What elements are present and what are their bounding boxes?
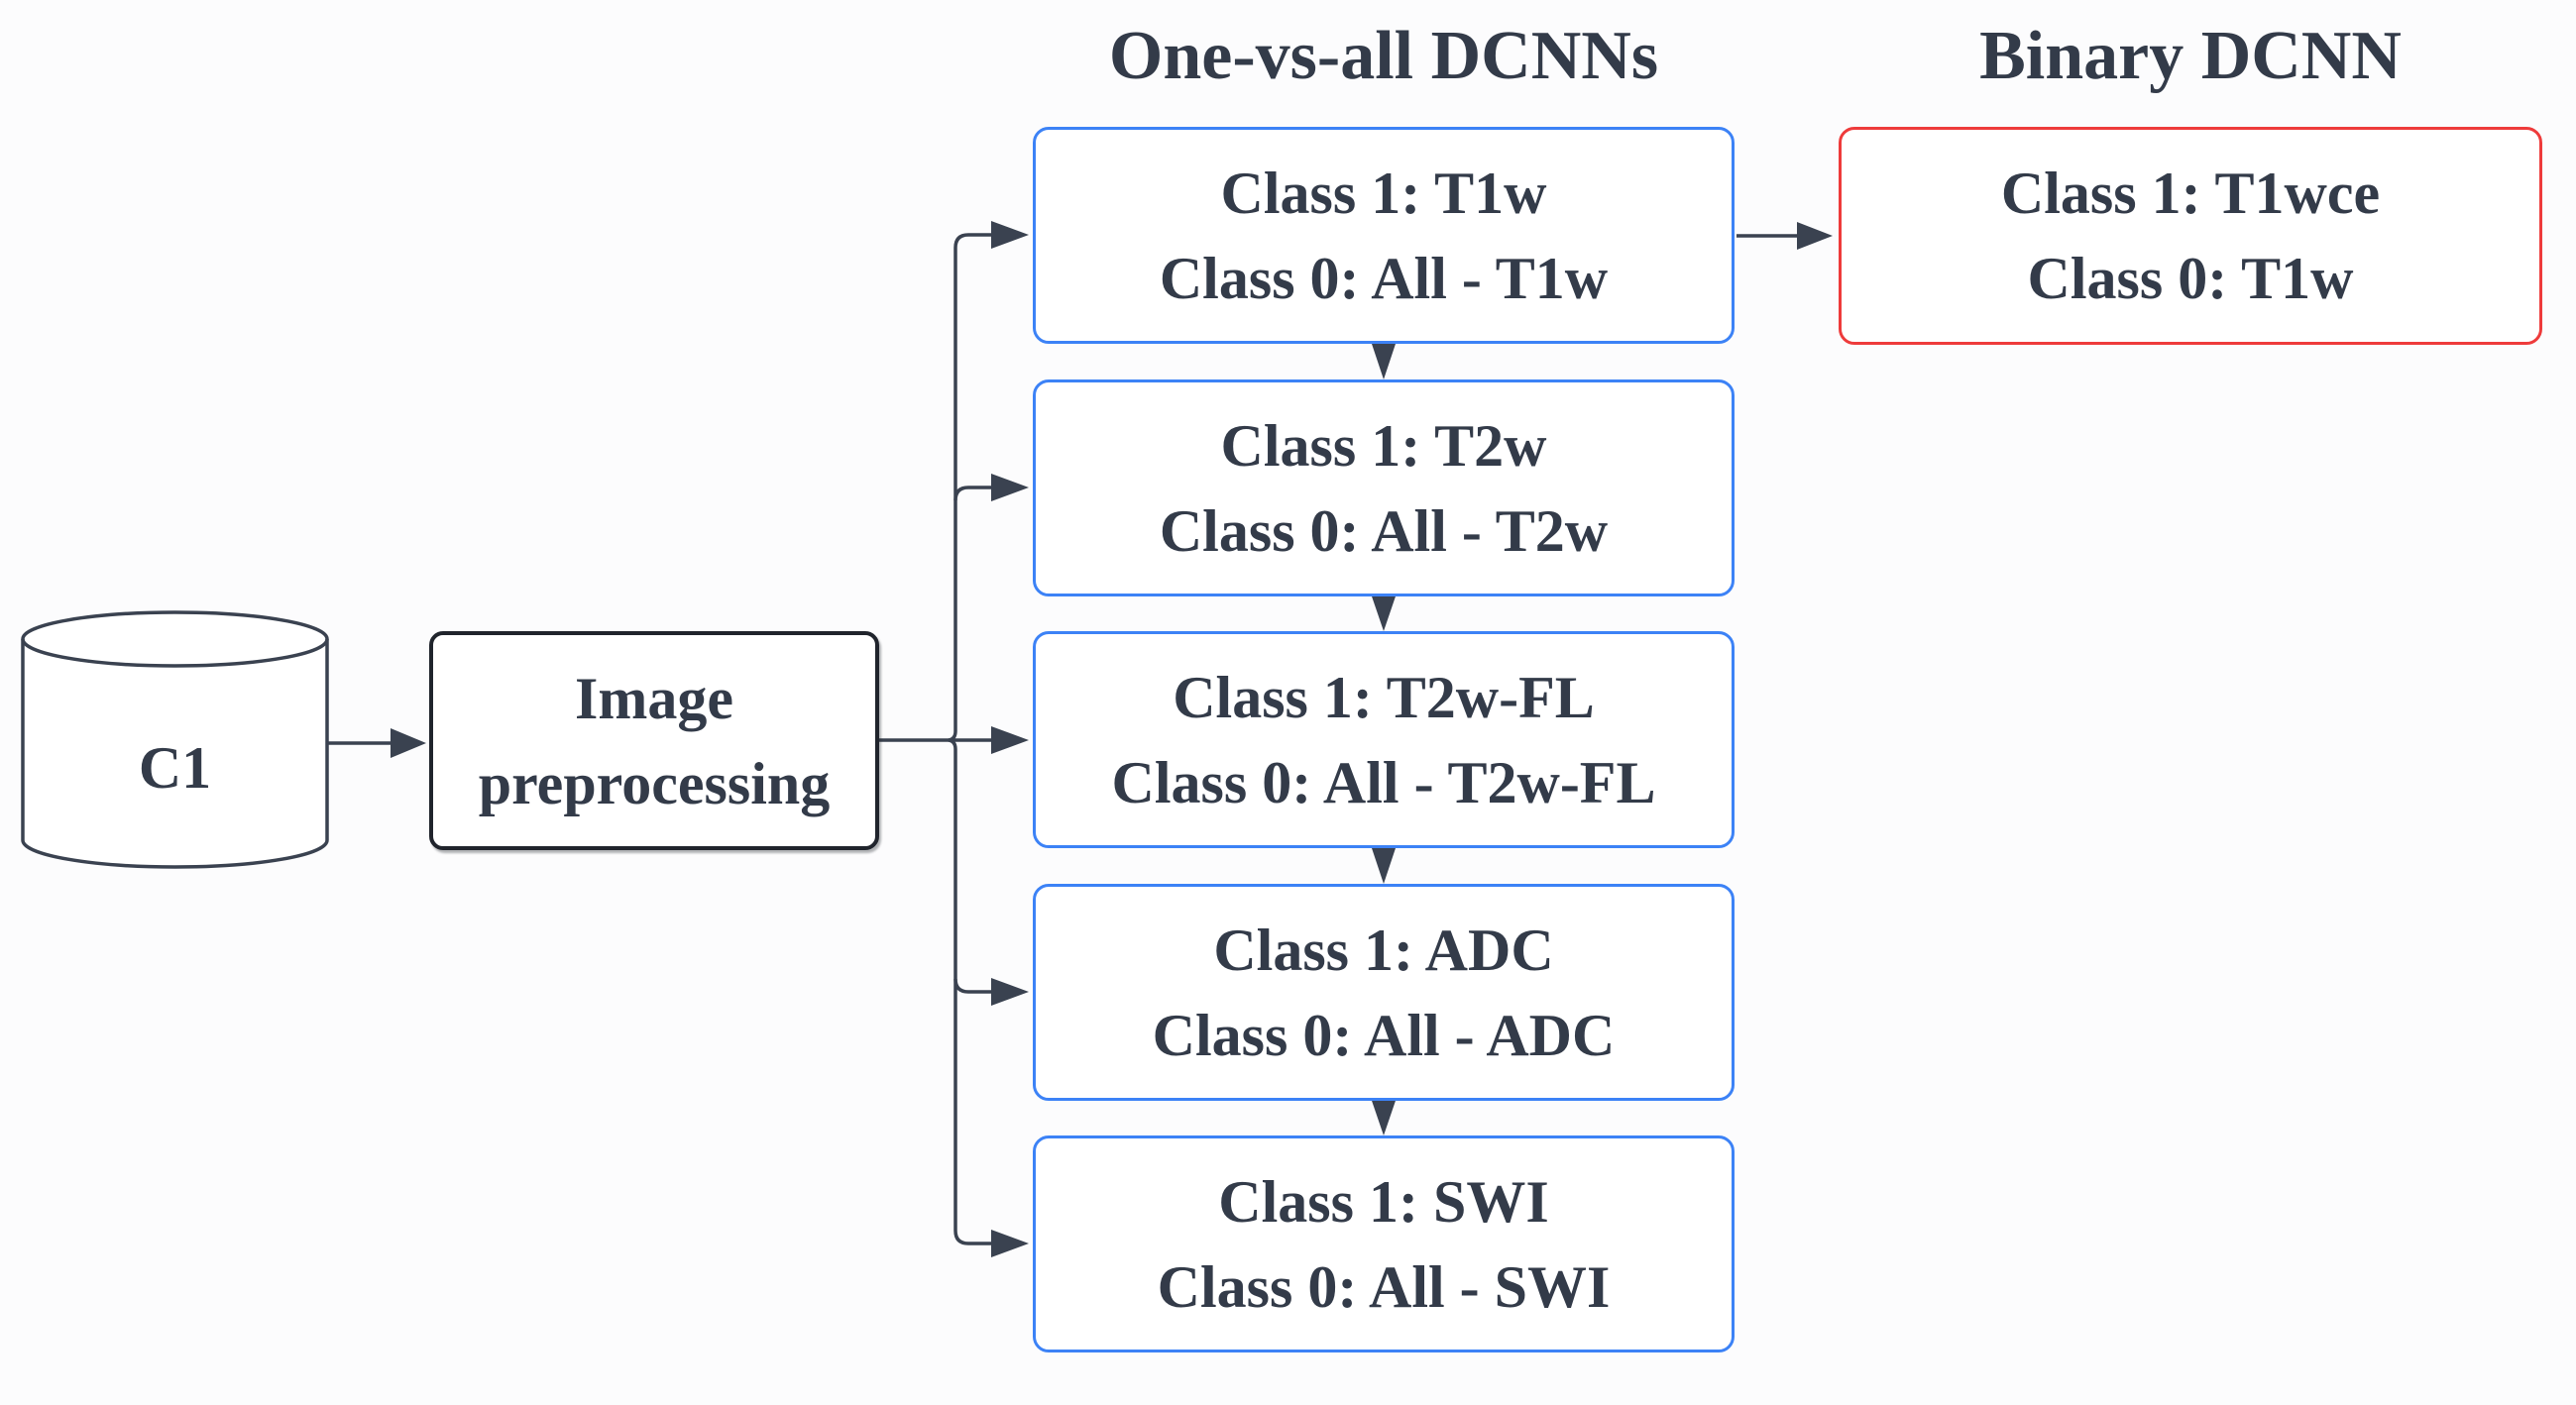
- ova-node-t1w-class1: Class 1: T1w: [1220, 160, 1547, 226]
- ova-node-t1w: Class 1: T1w Class 0: All - T1w: [1033, 127, 1735, 344]
- ova-node-t2w: Class 1: T2w Class 0: All - T2w: [1033, 379, 1735, 596]
- database-cylinder: [21, 610, 329, 869]
- database-label: C1: [138, 734, 212, 801]
- branch-4-line: [953, 978, 991, 994]
- down-arrow-4: [1370, 1095, 1398, 1135]
- image-preprocessing-node: Image preprocessing: [429, 631, 879, 850]
- branch-1-arrowhead: [991, 221, 1029, 249]
- ova-node-t2w-fl-class1: Class 1: T2w-FL: [1173, 664, 1595, 730]
- trunk-upper-line: [948, 233, 991, 742]
- down-arrow-2: [1370, 591, 1398, 631]
- ova-node-adc-class1: Class 1: ADC: [1213, 917, 1554, 983]
- binary-node-class0: Class 0: T1w: [2027, 246, 2354, 311]
- down-arrow-3: [1370, 842, 1398, 884]
- trunk-lower-line: [948, 738, 991, 1245]
- ova-node-swi: Class 1: SWI Class 0: All - SWI: [1033, 1135, 1735, 1352]
- db-to-preprocessing-arrowhead: [391, 728, 426, 758]
- database-cylinder-rim: [21, 638, 329, 668]
- branch-5-arrowhead: [991, 1230, 1029, 1257]
- ova-node-adc-class0: Class 0: All - ADC: [1152, 1002, 1616, 1068]
- preprocessing-line-2: preprocessing: [478, 750, 831, 816]
- ova-node-adc: Class 1: ADC Class 0: All - ADC: [1033, 884, 1735, 1101]
- preprocessing-line-1: Image: [575, 665, 733, 731]
- ova-node-t2w-fl-class0: Class 0: All - T2w-FL: [1111, 749, 1656, 815]
- ova-node-swi-class1: Class 1: SWI: [1218, 1168, 1549, 1235]
- branch-2-arrowhead: [991, 474, 1029, 501]
- one-vs-all-dcnns-title: One-vs-all DCNNs: [1108, 18, 1659, 94]
- binary-node-t1wce: Class 1: T1wce Class 0: T1w: [1839, 127, 2542, 345]
- ova-node-t2w-class1: Class 1: T2w: [1220, 412, 1547, 479]
- ova-node-t2w-fl: Class 1: T2w-FL Class 0: All - T2w-FL: [1033, 631, 1735, 848]
- ova-node-t1w-class0: Class 0: All - T1w: [1159, 245, 1609, 311]
- binary-dcnn-title: Binary DCNN: [1979, 18, 2402, 94]
- down-arrow-1: [1370, 338, 1398, 379]
- ova-node-t2w-class0: Class 0: All - T2w: [1159, 497, 1609, 564]
- t1w-to-binary-arrowhead: [1797, 222, 1833, 250]
- branch-4-arrowhead: [991, 978, 1029, 1006]
- branch-3-arrowhead: [991, 726, 1029, 754]
- ova-node-swi-class0: Class 0: All - SWI: [1157, 1253, 1611, 1320]
- branch-2-line: [953, 486, 991, 501]
- binary-node-class1: Class 1: T1wce: [2000, 161, 2381, 226]
